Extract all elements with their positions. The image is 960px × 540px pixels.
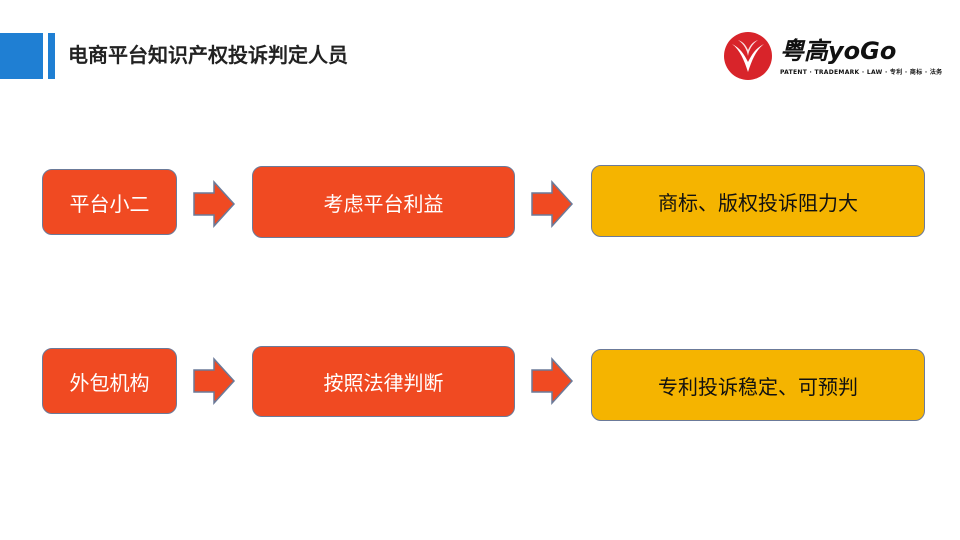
row2-source-box: 外包机构 [42, 348, 177, 414]
logo-icon [724, 32, 772, 80]
company-logo: 粤高yoGo PATENT · TRADEMARK · LAW · 专利 · 商… [720, 28, 942, 84]
row2-basis-label: 按照法律判断 [323, 371, 444, 395]
row1-basis-label: 考虑平台利益 [323, 191, 444, 216]
row1-result-label: 商标、版权投诉阻力大 [658, 190, 858, 215]
row2-basis-box: 按照法律判断 [252, 346, 515, 417]
row1-source-box: 平台小二 [42, 169, 177, 235]
row1-result-box: 商标、版权投诉阻力大 [591, 165, 925, 237]
row2-source-label: 外包机构 [69, 370, 150, 395]
row2-result-box: 专利投诉稳定、可预判 [591, 349, 925, 421]
row1-source-label: 平台小二 [69, 191, 150, 216]
row1-basis-box: 考虑平台利益 [252, 166, 515, 238]
header-accent-bar [0, 33, 43, 79]
logo-text: 粤高yoGo [780, 37, 897, 65]
arrow-right-icon [193, 357, 236, 405]
arrow-right-icon [531, 357, 574, 405]
row2-result-label: 专利投诉稳定、可预判 [658, 374, 858, 399]
arrow-right-icon [531, 180, 574, 228]
arrow-right-icon [193, 180, 236, 228]
header-accent-stripe [48, 33, 55, 79]
page-title: 电商平台知识产权投诉判定人员 [68, 43, 348, 67]
logo-subtitle: PATENT · TRADEMARK · LAW · 专利 · 商标 · 法务 [780, 69, 943, 76]
